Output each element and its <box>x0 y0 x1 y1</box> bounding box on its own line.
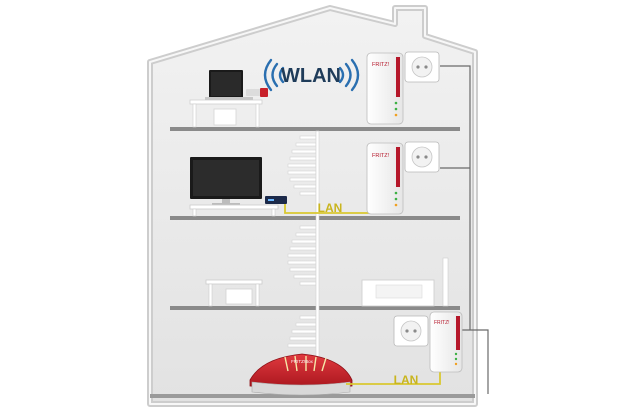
wifi-signal-left-icon <box>263 58 285 92</box>
adapter-logo: FRITZ! <box>434 320 450 326</box>
stair-pole <box>315 130 320 395</box>
powerline-adapter-icon: FRITZ! <box>366 142 404 215</box>
powerline-adapter-icon: FRITZ! <box>366 52 404 125</box>
socket-icon <box>404 141 440 173</box>
floor-lamp <box>442 257 449 307</box>
tv-icon <box>190 157 262 205</box>
tv-stand-top <box>189 204 279 210</box>
lan-cable-ground <box>346 370 441 385</box>
adapter-logo: FRITZ! <box>372 153 390 159</box>
table-top <box>189 99 263 105</box>
socket-icon <box>404 51 440 83</box>
adapter-logo: FRITZ! <box>372 62 390 68</box>
laptop-icon <box>205 70 253 100</box>
table-box <box>213 108 237 126</box>
floor-second <box>170 216 460 220</box>
power-wiring <box>440 65 489 394</box>
wifi-signal-right-icon <box>338 58 360 92</box>
lan-label-floor2: LAN <box>318 201 343 215</box>
floor-third <box>170 306 460 310</box>
ground-floor-room: FRITZ!Box LAN FRITZ! <box>249 311 463 396</box>
table-box <box>225 288 253 305</box>
floors <box>150 127 475 398</box>
side-table-top <box>205 279 263 285</box>
set-top-box-icon <box>265 196 287 204</box>
router-logo: FRITZ!Box <box>291 359 314 364</box>
floor-top <box>170 127 460 131</box>
third-floor-room <box>205 257 449 307</box>
router-icon: FRITZ!Box <box>249 353 353 396</box>
radio-icon <box>361 279 435 307</box>
wlan-label: WLAN <box>281 65 341 87</box>
second-floor-room: LAN FRITZ! <box>189 141 440 217</box>
top-floor-room: WLAN FRITZ! <box>189 51 440 128</box>
lan-label-ground: LAN <box>394 373 419 387</box>
socket-icon <box>393 315 429 347</box>
floor-ground <box>150 394 475 398</box>
usb-stick-icon <box>246 88 268 97</box>
powerline-adapter-icon: FRITZ! <box>429 311 463 373</box>
